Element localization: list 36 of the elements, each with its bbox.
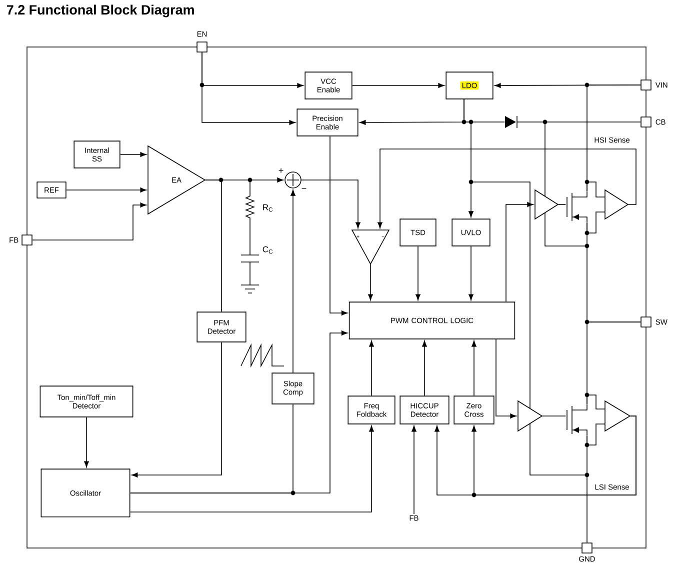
arrow [202, 52, 296, 125]
diode-symbol [505, 116, 518, 128]
wire [204, 180, 222, 312]
polarity-sign: − [302, 188, 306, 189]
arrow [416, 246, 420, 300]
arrow [84, 416, 89, 468]
arrow [472, 416, 636, 496]
arrow [120, 152, 146, 157]
arrow [422, 340, 427, 396]
arrow [130, 426, 374, 512]
arrow [290, 190, 296, 374]
arrow [468, 246, 474, 300]
wire [558, 204, 566, 205]
arrow [412, 426, 416, 514]
arrow [472, 340, 476, 396]
arrow [378, 148, 636, 228]
component-label: C$_{C}$ [262, 246, 273, 254]
transistor-symbol [566, 404, 588, 436]
wire [586, 182, 606, 234]
arrow [352, 83, 444, 88]
arrow [32, 202, 146, 240]
arrow [496, 338, 516, 418]
wire [586, 394, 606, 446]
arrow [506, 202, 534, 302]
transistor-symbol [566, 192, 588, 222]
polarity-sign: + [278, 168, 284, 173]
arrow [330, 136, 348, 316]
arrow [300, 180, 360, 228]
arrow [66, 188, 146, 192]
title: 7.2 Functional Block Diagram [6, 4, 194, 18]
arrow [369, 340, 374, 396]
arrow [464, 98, 474, 218]
component-label: R$_{C}$ [263, 204, 273, 212]
arrow [368, 264, 373, 300]
arrow [132, 342, 222, 478]
arrow [130, 330, 348, 494]
